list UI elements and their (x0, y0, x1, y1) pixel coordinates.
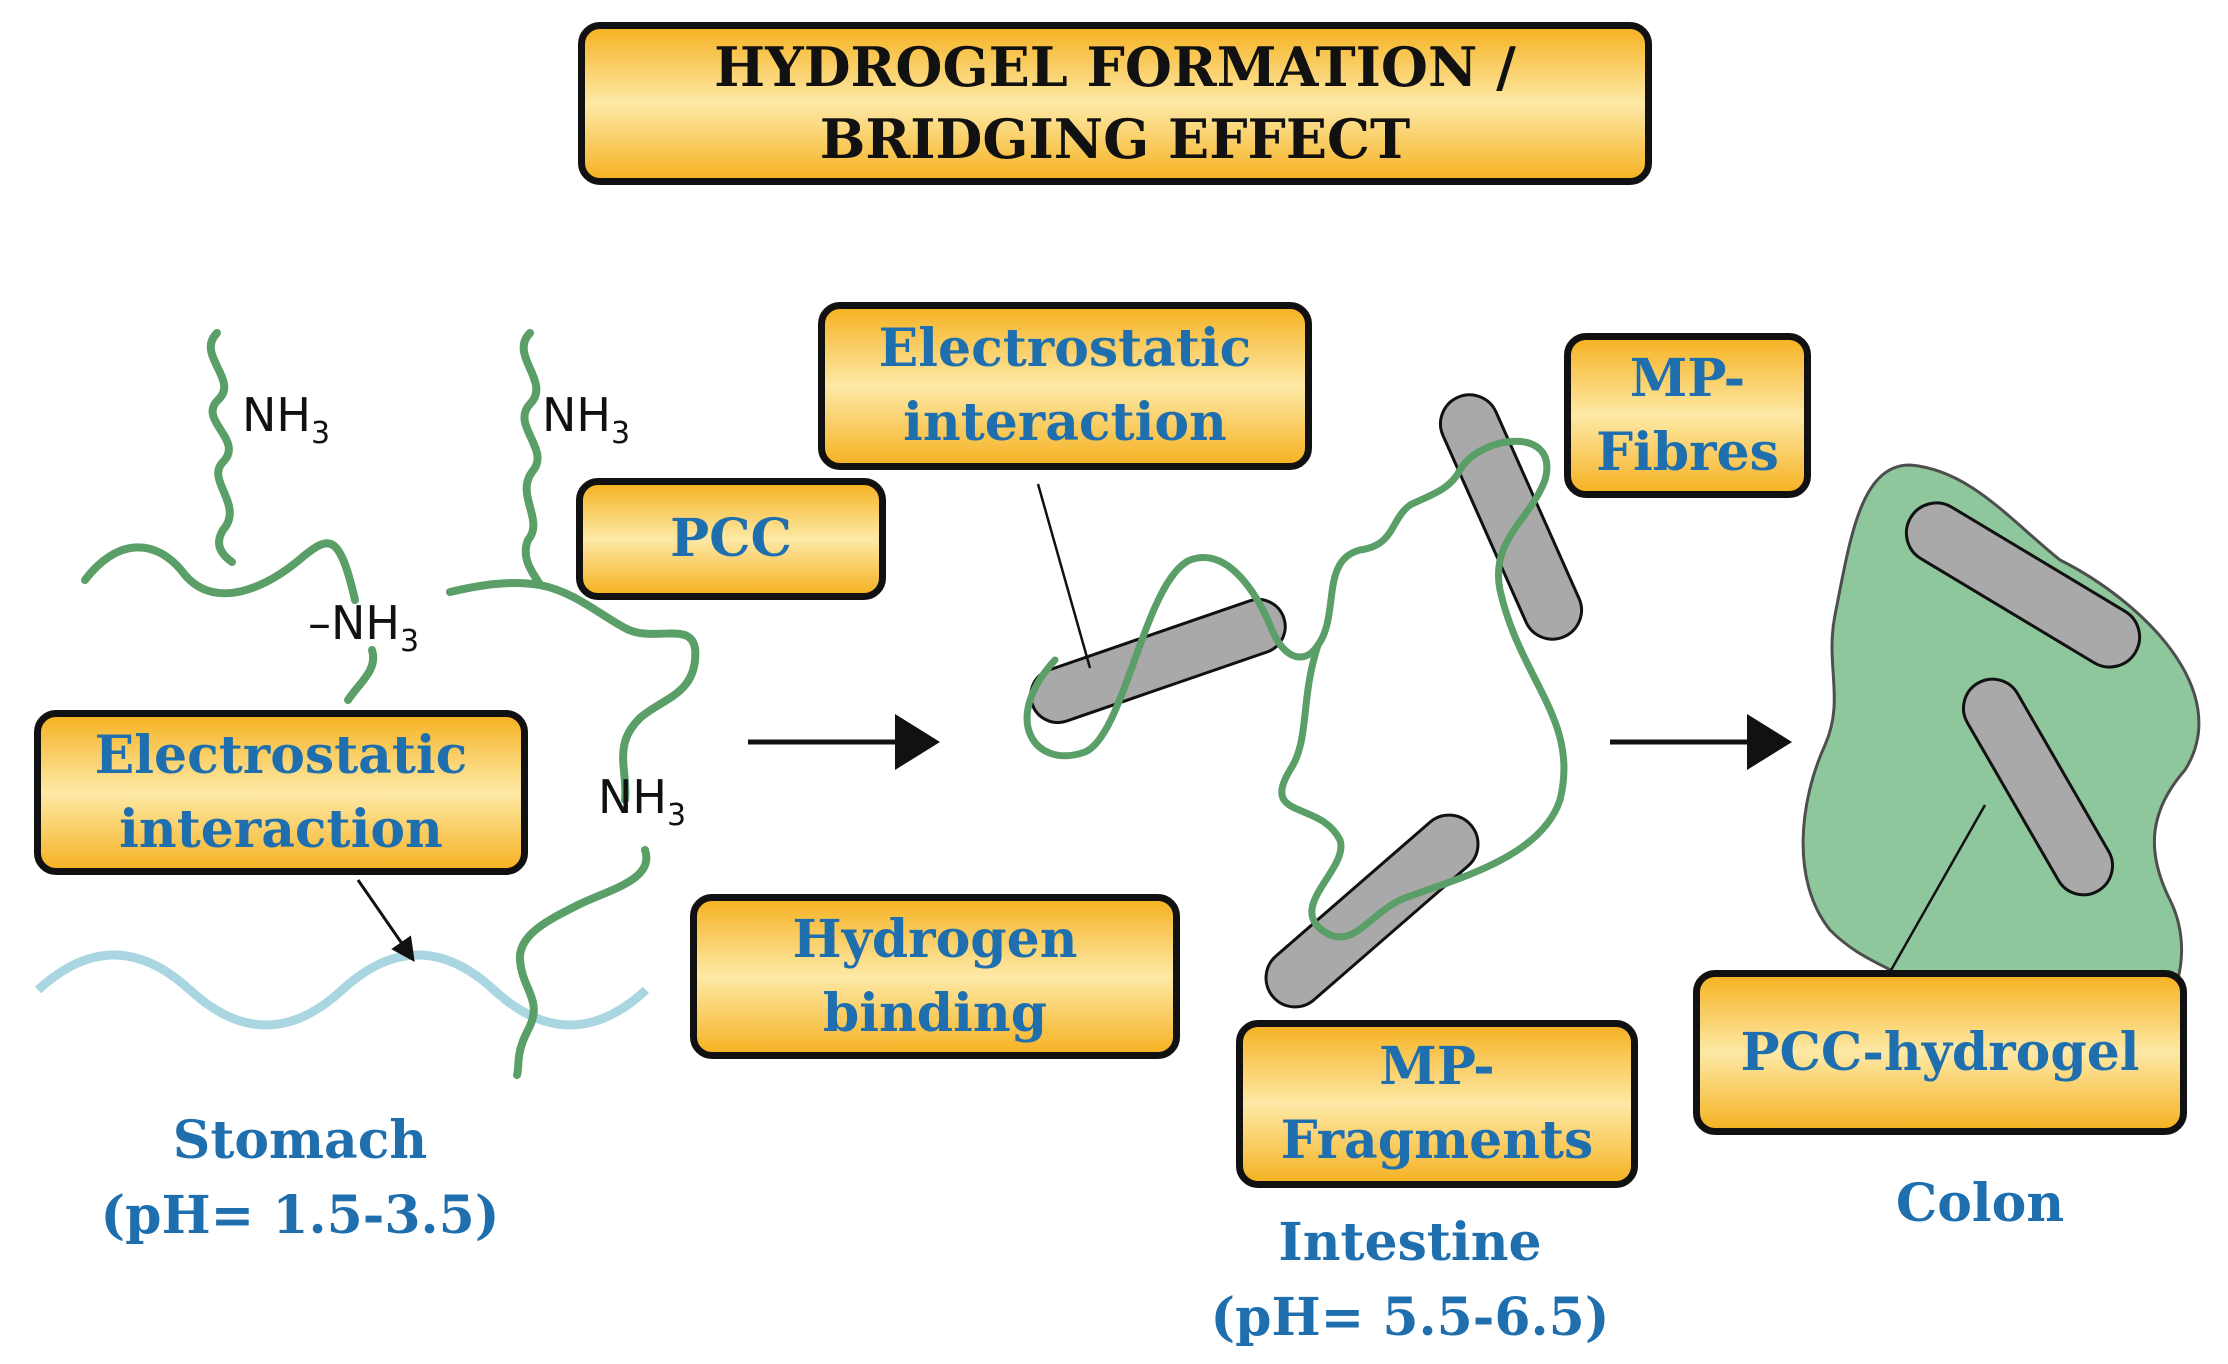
bridging-polymer-chain (1023, 437, 1568, 941)
chain-left-stem (206, 329, 236, 566)
process-arrow-1 (748, 714, 940, 770)
colon-name: Colon (1895, 1173, 2065, 1234)
mucus-wave (34, 950, 650, 1030)
pcc-polymer-chains (81, 329, 700, 1079)
hydrogen-binding-label: Hydrogen binding (690, 894, 1180, 1059)
intestine-name: Intestine (1278, 1212, 1542, 1273)
colon-region-label: Colon (1780, 1166, 2180, 1241)
electrostatic-pointer-arrow (356, 879, 415, 962)
title-line-2: BRIDGING EFFECT (819, 106, 1411, 171)
hydrogel-particle-2 (1962, 677, 2114, 897)
mp-fragments-label: MP- Fragments (1236, 1020, 1638, 1188)
pcc-hydrogel-label: PCC-hydrogel (1693, 970, 2187, 1135)
nh3-label-2: NH3 (542, 388, 631, 451)
stomach-name: Stomach (172, 1110, 428, 1171)
chain-right-top (519, 329, 544, 589)
mp-fibre-particle-1 (1029, 597, 1287, 725)
title-box: HYDROGEL FORMATION / BRIDGING EFFECT (578, 22, 1652, 185)
stomach-ph: (pH= 1.5-3.5) (100, 1185, 500, 1247)
mp-fragment-particle (1264, 813, 1480, 1009)
pcc-label: PCC (576, 478, 886, 600)
electrostatic-interaction-left-label: Electrostatic interaction (34, 710, 528, 875)
mp-fibres-label: MP- Fibres (1564, 333, 1811, 498)
electrostatic-interaction-center-label: Electrostatic interaction (818, 302, 1312, 470)
stomach-region-label: Stomach (pH= 1.5-3.5) (60, 1103, 540, 1254)
process-arrow-2 (1610, 714, 1792, 770)
title-line-1: HYDROGEL FORMATION / (714, 35, 1516, 100)
chain-right-branch (446, 578, 700, 804)
pcc-hydrogel-pointer-line (1888, 804, 1987, 973)
nh3-label-4: NH3 (598, 770, 687, 833)
hydrogel-particle-1 (1904, 501, 2142, 669)
intestine-region-label: Intestine (pH= 5.5-6.5) (1170, 1205, 1650, 1356)
intestine-ph: (pH= 5.5-6.5) (1210, 1287, 1610, 1349)
nh3-label-1: NH3 (242, 388, 331, 451)
chain-right-lower (513, 846, 651, 1079)
chain-center-link (344, 646, 378, 704)
nh3-label-3: –NH3 (308, 596, 420, 659)
chain-left-branch (81, 539, 359, 604)
electrostatic-pointer-line (1036, 483, 1092, 669)
